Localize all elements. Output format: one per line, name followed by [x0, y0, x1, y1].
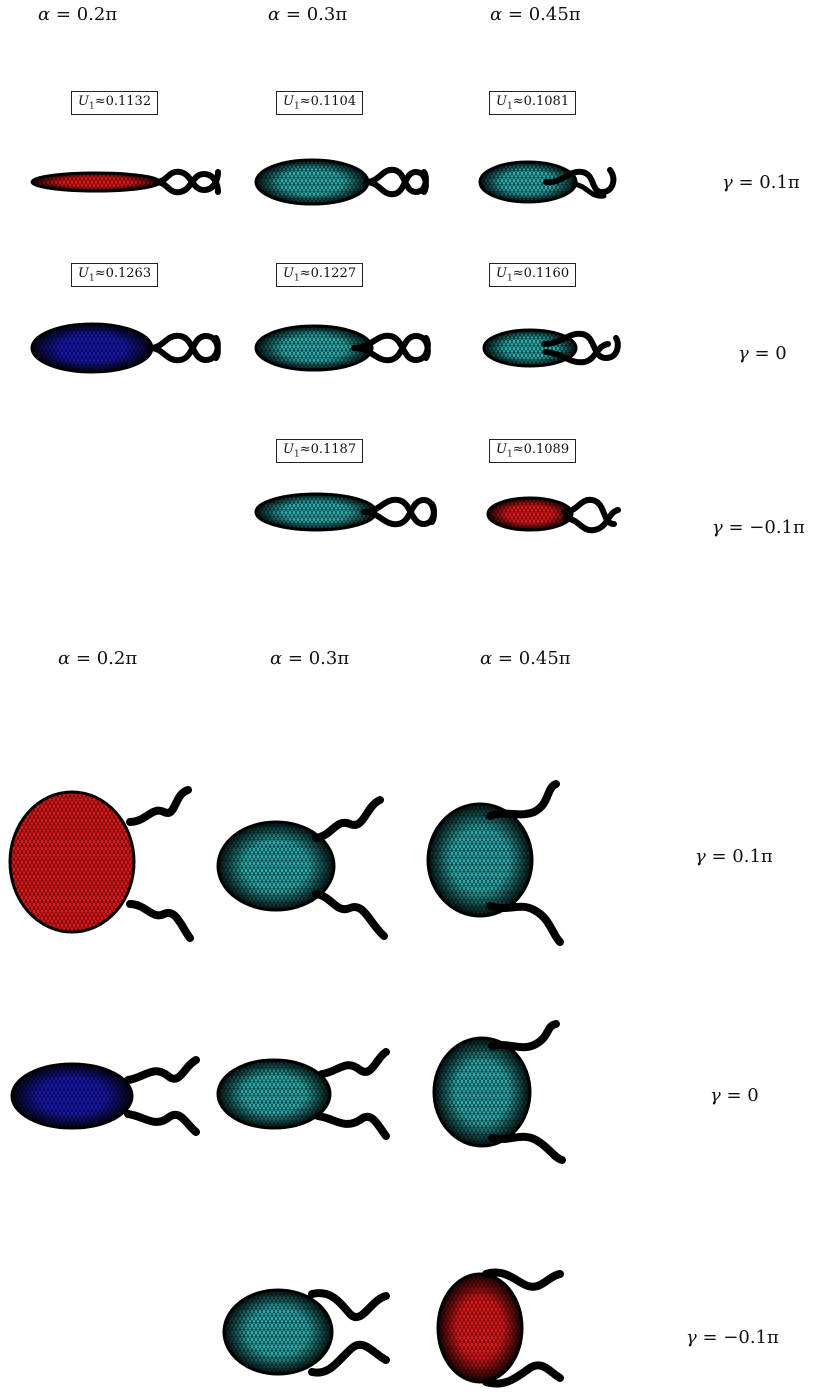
- u1-box-r1c3: U1≈0.1081: [489, 91, 577, 115]
- swimmer-top-r2c1: [30, 322, 221, 374]
- u1-box-r1c1: U1≈0.1132: [71, 91, 159, 115]
- swimmer-top-r1c2: [254, 158, 429, 206]
- u1-box-r1c2: U1≈0.1104: [276, 91, 364, 115]
- bottom-alpha-label-1: α = 0.2π: [58, 648, 138, 669]
- swimmer-bottom-r1c2: [216, 796, 388, 940]
- top-gamma-label-2: γ = 0: [738, 343, 787, 364]
- top-alpha-label-1: α = 0.2π: [38, 4, 118, 25]
- u1-box-r2c3: U1≈0.1160: [489, 263, 577, 287]
- swimmer-top-r2c2: [254, 324, 431, 372]
- u1-box-r2c2: U1≈0.1227: [276, 263, 364, 287]
- swimmer-top-r1c1: [30, 168, 221, 196]
- swimmer-top-r3c3: [486, 496, 621, 534]
- swimmer-bottom-r2c3: [432, 1020, 566, 1164]
- swimmer-bottom-r3c2: [222, 1288, 390, 1377]
- swimmer-top-r1c3: [478, 160, 617, 204]
- bottom-alpha-label-3: α = 0.45π: [480, 648, 571, 669]
- swimmer-bottom-r2c1: [10, 1056, 200, 1136]
- u1-box-r2c1: U1≈0.1263: [71, 263, 159, 287]
- top-alpha-label-2: α = 0.3π: [268, 4, 348, 25]
- u1-box-r3c2: U1≈0.1187: [276, 439, 364, 463]
- top-gamma-label-3: γ = −0.1π: [712, 517, 805, 538]
- swimmer-bottom-r3c3: [436, 1268, 564, 1388]
- top-gamma-label-1: γ = 0.1π: [722, 172, 800, 193]
- top-alpha-label-3: α = 0.45π: [490, 4, 581, 25]
- swimmer-top-r3c2: [254, 492, 437, 532]
- bottom-gamma-label-1: γ = 0.1π: [695, 846, 773, 867]
- swimmer-bottom-r1c1: [8, 786, 194, 942]
- bottom-gamma-label-3: γ = −0.1π: [686, 1327, 779, 1348]
- u1-box-r3c3: U1≈0.1089: [489, 439, 577, 463]
- swimmer-bottom-r2c2: [216, 1048, 390, 1140]
- swimmer-bottom-r1c3: [426, 780, 564, 946]
- bottom-alpha-label-2: α = 0.3π: [270, 648, 350, 669]
- swimmer-top-r2c3: [482, 328, 621, 368]
- bottom-gamma-label-2: γ = 0: [710, 1085, 759, 1106]
